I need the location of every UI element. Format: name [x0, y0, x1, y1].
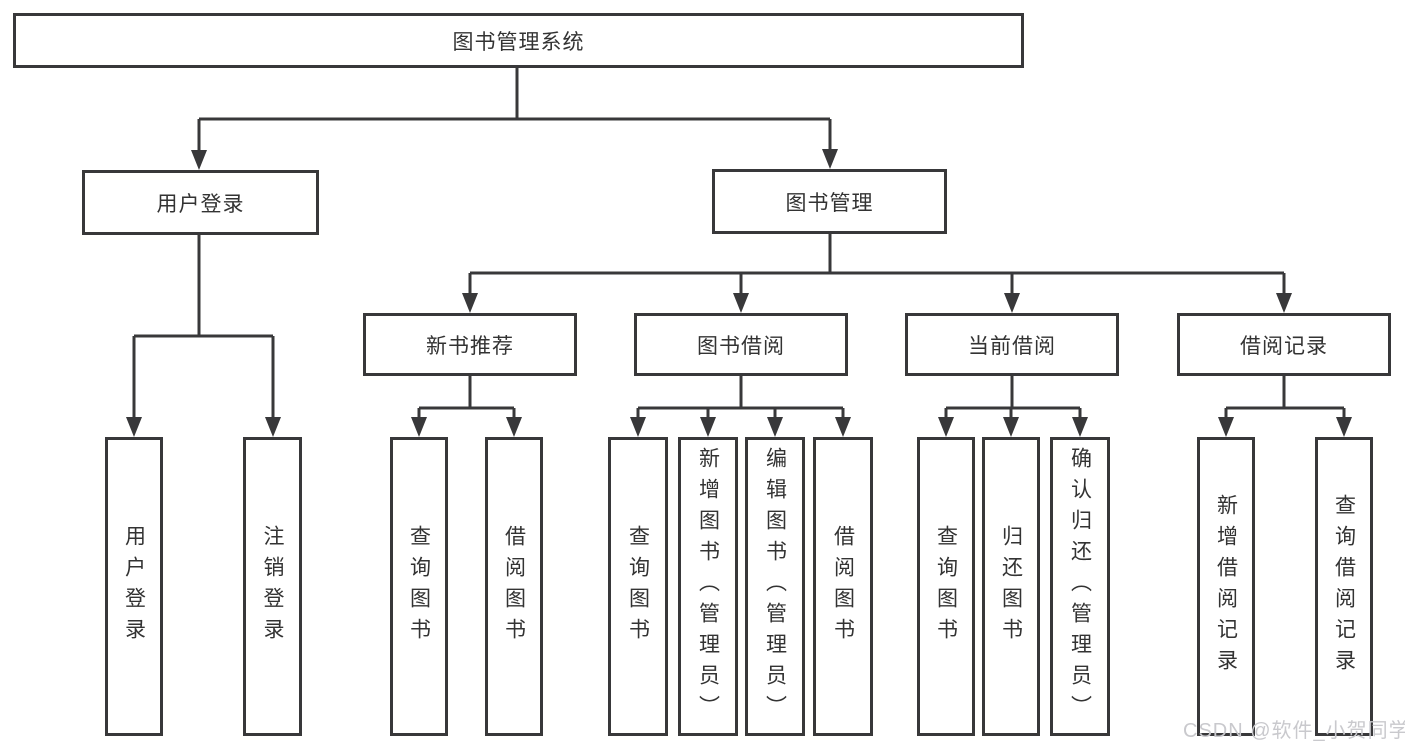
arrowhead	[1072, 417, 1088, 437]
node-label: 用户登录	[122, 524, 146, 649]
arrowhead	[126, 417, 142, 437]
node-user-login-leaf: 用户登录	[105, 437, 163, 736]
watermark: CSDN @软件_小贺同学	[1183, 720, 1405, 742]
node-confirm-return-admin: 确认归还（管理员）	[1050, 437, 1110, 736]
node-label: 查询图书	[407, 524, 431, 649]
node-label: 新增借阅记录	[1214, 493, 1238, 680]
node-query-books-current: 查询图书	[917, 437, 975, 736]
node-return-books: 归还图书	[982, 437, 1040, 736]
edge-root-to-level2	[197, 67, 832, 152]
node-label: 借阅图书	[502, 524, 526, 649]
arrowhead	[1218, 417, 1234, 437]
node-add-borrow-record: 新增借阅记录	[1197, 437, 1255, 736]
edge-borrowing-group	[636, 376, 845, 419]
node-borrow-books-recommend: 借阅图书	[485, 437, 543, 736]
node-borrowing-records: 借阅记录	[1177, 313, 1391, 376]
edge-recommend-group	[417, 376, 516, 419]
arrowhead	[1003, 417, 1019, 437]
node-query-borrow-record: 查询借阅记录	[1315, 437, 1373, 736]
node-label: 查询图书	[934, 524, 958, 649]
edge-current-group	[944, 376, 1082, 419]
node-label: 编辑图书（管理员）	[763, 447, 787, 726]
arrowhead	[462, 293, 478, 313]
node-query-books-recommend: 查询图书	[390, 437, 448, 736]
edge-bookmgmt-to-level3	[468, 234, 1286, 295]
arrowhead	[1336, 417, 1352, 437]
arrowhead	[191, 150, 207, 170]
node-borrow-books-borrowing: 借阅图书	[813, 437, 873, 736]
arrowhead	[265, 417, 281, 437]
arrowhead	[835, 417, 851, 437]
arrowhead	[938, 417, 954, 437]
edge-records-group	[1224, 376, 1346, 419]
node-label: 查询借阅记录	[1332, 493, 1356, 680]
node-edit-books-admin: 编辑图书（管理员）	[745, 437, 805, 736]
node-user-login: 用户登录	[82, 170, 319, 235]
node-add-books-admin: 新增图书（管理员）	[678, 437, 738, 736]
node-logout: 注销登录	[243, 437, 302, 736]
node-query-books-borrowing: 查询图书	[608, 437, 668, 736]
node-label: 新增图书（管理员）	[696, 447, 720, 726]
arrowhead	[822, 149, 838, 169]
node-label: 查询图书	[626, 524, 650, 649]
arrowhead	[411, 417, 427, 437]
node-library-management-system: 图书管理系统	[13, 13, 1024, 68]
arrowhead	[630, 417, 646, 437]
node-book-borrowing: 图书借阅	[634, 313, 848, 376]
node-label: 确认归还（管理员）	[1068, 447, 1092, 726]
arrowhead	[1276, 293, 1292, 313]
node-current-borrowing: 当前借阅	[905, 313, 1119, 376]
arrowhead	[506, 417, 522, 437]
arrowhead	[700, 417, 716, 437]
edge-userlogin-group	[132, 235, 275, 419]
arrowhead	[1004, 293, 1020, 313]
node-book-management: 图书管理	[712, 169, 947, 234]
node-label: 归还图书	[999, 524, 1023, 649]
node-label: 借阅图书	[831, 524, 855, 649]
node-label: 注销登录	[261, 524, 284, 649]
node-new-book-recommendation: 新书推荐	[363, 313, 577, 376]
arrowhead	[733, 293, 749, 313]
arrowhead	[767, 417, 783, 437]
